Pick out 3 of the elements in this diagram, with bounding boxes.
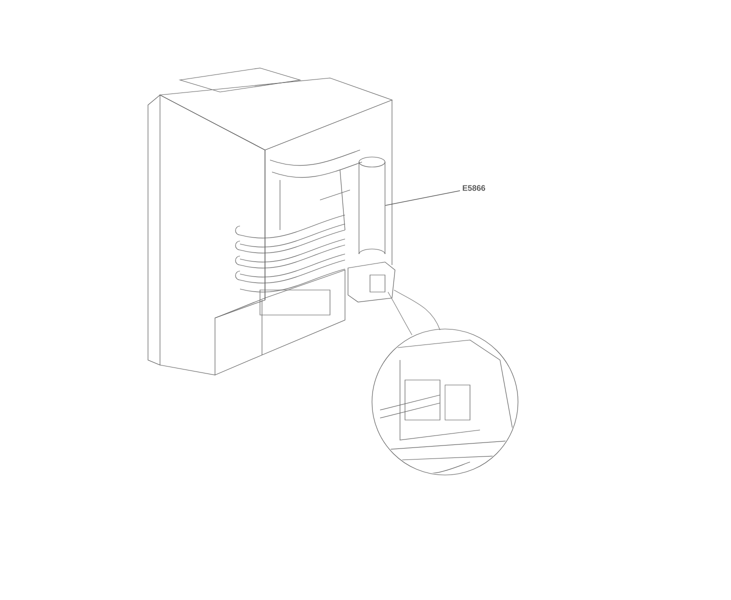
part-number: E5866 [462,185,486,191]
leader-line [385,190,460,206]
cylinder-part [358,156,386,254]
